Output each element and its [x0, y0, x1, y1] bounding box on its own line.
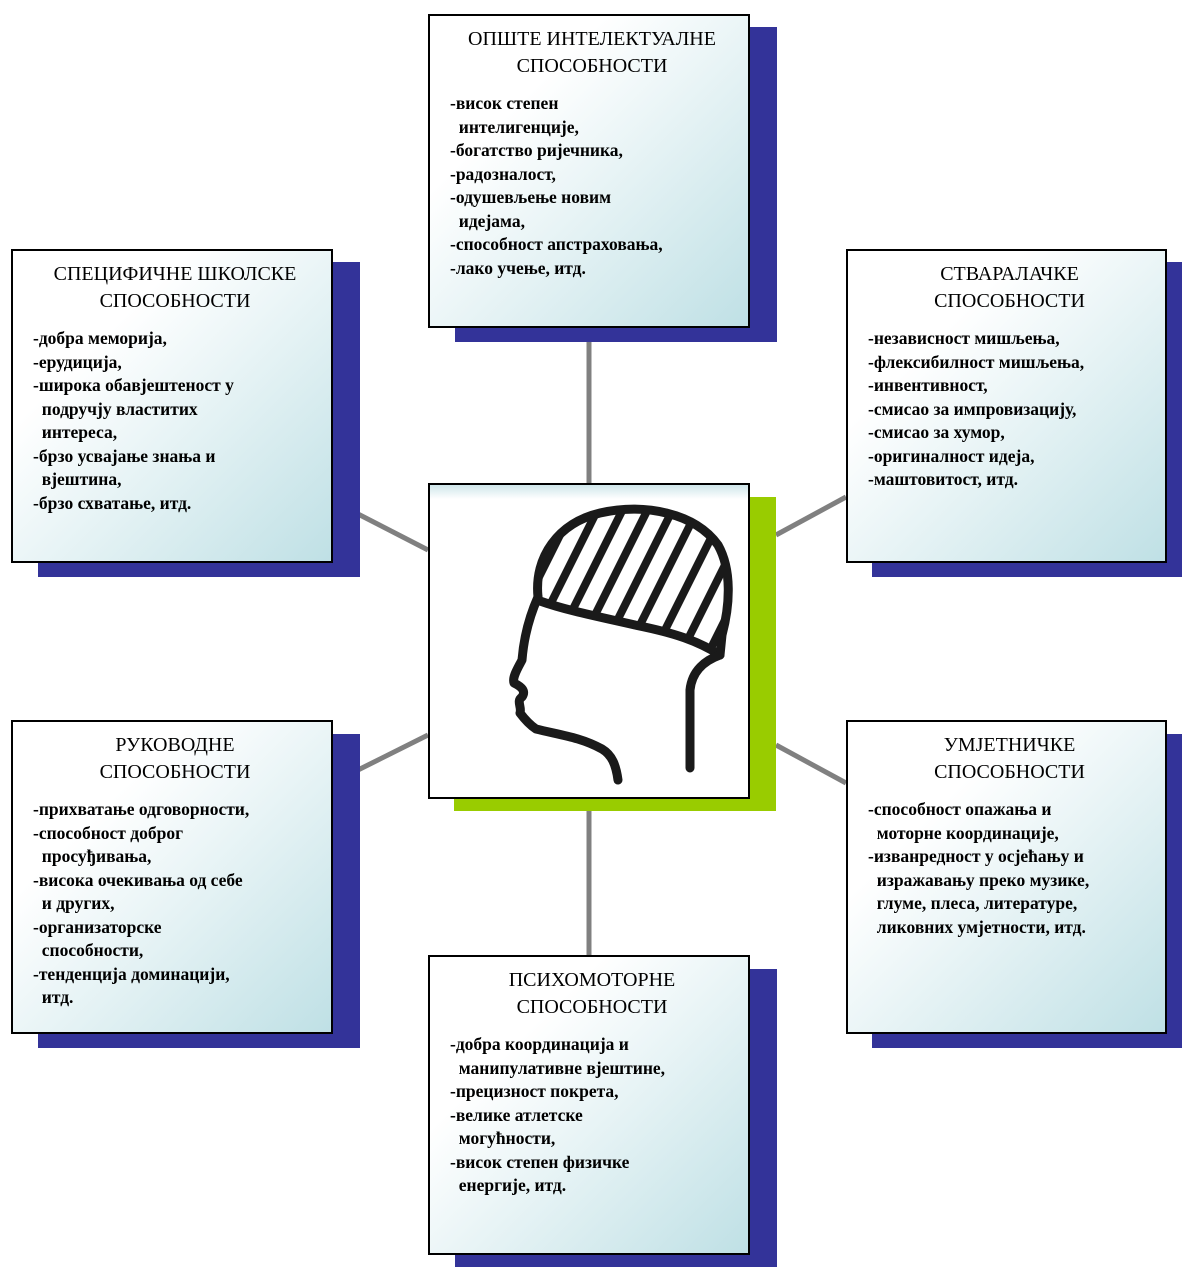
box-item: могућности, — [450, 1128, 556, 1148]
head-profile-icon — [509, 504, 733, 785]
box-item: манипулативне вјештине, — [450, 1057, 666, 1078]
box-item: -способност доброг — [33, 822, 184, 843]
box-item: -оригиналност идеја, — [868, 445, 1035, 466]
box-title: СТВАРАЛАЧКЕ СПОСОБНОСТИ — [934, 263, 1085, 312]
box-item: -тенденција доминацији, — [33, 963, 230, 984]
box-item: -брзо усвајање знања и — [33, 445, 216, 466]
box-item: -богатство ријечника, — [450, 140, 623, 160]
box-item: интелигенције, — [450, 116, 579, 137]
box-item: -добра меморија, — [33, 328, 167, 348]
box-item: -широка обавјештеност у — [33, 375, 234, 395]
box-item: -инвентивност, — [868, 375, 988, 395]
box-item: вјештина, — [33, 469, 122, 489]
box-item: -маштовитост, итд. — [868, 469, 1018, 489]
box-item: -висок степен — [450, 93, 559, 113]
box-item: -флексибилност мишљења, — [868, 351, 1085, 372]
box-title: ОПШТЕ ИНТЕЛЕКТУАЛНЕ СПОСОБНОСТИ — [468, 28, 716, 77]
box-item: способности, — [33, 940, 144, 960]
box-leadership: РУКОВОДНЕ СПОСОБНОСТИ -прихватање одгово… — [11, 720, 333, 1034]
box-item: ликовних умјетности, итд. — [868, 916, 1086, 937]
box-item: и других, — [33, 893, 115, 913]
box-item: -способност опажања и — [868, 799, 1052, 819]
box-creative: СТВАРАЛАЧКЕ СПОСОБНОСТИ -независност миш… — [846, 249, 1167, 563]
box-item: -висок степен физичке — [450, 1151, 630, 1172]
box-item-list: -прихватање одговорности, -способност доб… — [33, 798, 317, 1010]
box-specific-school: СПЕЦИФИЧНЕ ШКОЛСКЕ СПОСОБНОСТИ -добра ме… — [11, 249, 333, 563]
box-item-list: -добра меморија, -ерудиција, -широка обавј… — [33, 327, 317, 515]
connector-left-top — [356, 511, 430, 553]
box-item: -ерудиција, — [33, 351, 122, 372]
box-item: енергије, итд. — [450, 1175, 567, 1195]
center-head-box — [428, 483, 750, 799]
box-title: СПЕЦИФИЧНЕ ШКОЛСКЕ СПОСОБНОСТИ — [53, 263, 297, 312]
box-item: -одушевљење новим — [450, 187, 612, 207]
box-item: -лако учење, итд. — [450, 257, 586, 278]
box-item-list: -способност опажања и моторне координаци… — [868, 798, 1151, 939]
box-item-list: -независност мишљења, -флексибилност мишљ… — [868, 327, 1151, 492]
box-item-list: -добра координација и манипулативне вјеш… — [450, 1033, 734, 1198]
box-item: итд. — [33, 987, 74, 1007]
connector-left-bottom — [356, 732, 430, 773]
box-item: -радозналост, — [450, 163, 556, 184]
box-item: -висока очекивања од себе — [33, 869, 243, 890]
box-item: интереса, — [33, 422, 118, 442]
box-item: -изванредност у осјећању и — [868, 846, 1084, 866]
box-item: -добра координација и — [450, 1034, 629, 1054]
box-artistic: УМЈЕТНИЧКЕ СПОСОБНОСТИ -способност опажа… — [846, 720, 1167, 1034]
box-item: моторне координације, — [868, 822, 1059, 843]
box-psychomotor: ПСИХОМОТОРНЕ СПОСОБНОСТИ -добра координа… — [428, 955, 750, 1255]
box-general-intellectual: ОПШТЕ ИНТЕЛЕКТУАЛНЕ СПОСОБНОСТИ -висок с… — [428, 14, 750, 328]
box-title: УМЈЕТНИЧКЕ СПОСОБНОСТИ — [934, 734, 1085, 783]
box-item: глуме, плеса, литературе, — [868, 893, 1078, 913]
box-title: ПСИХОМОТОРНЕ СПОСОБНОСТИ — [508, 969, 676, 1018]
connector-right-bottom — [774, 742, 848, 786]
box-item-list: -висок степен интелигенције, -богатство р… — [450, 92, 734, 280]
box-item: -организаторске — [33, 916, 162, 937]
box-item: -прихватање одговорности, — [33, 799, 250, 819]
box-item: просуђивања, — [33, 846, 152, 866]
box-item: -смисао за импровизацију, — [868, 398, 1077, 419]
box-item: изражавању преко музике, — [868, 869, 1090, 890]
box-item: -прецизност покрета, — [450, 1081, 619, 1101]
box-item: -независност мишљења, — [868, 328, 1060, 348]
box-item: -велике атлетске — [450, 1104, 583, 1125]
box-item: идејама, — [450, 210, 525, 231]
box-item: -брзо схватање, итд. — [33, 492, 192, 513]
box-item: -способност апстраховања, — [450, 234, 663, 254]
box-title: РУКОВОДНЕ СПОСОБНОСТИ — [99, 734, 251, 783]
box-item: -смисао за хумор, — [868, 422, 1005, 442]
connector-right-top — [774, 494, 848, 538]
box-item: подручју властитих — [33, 398, 198, 419]
